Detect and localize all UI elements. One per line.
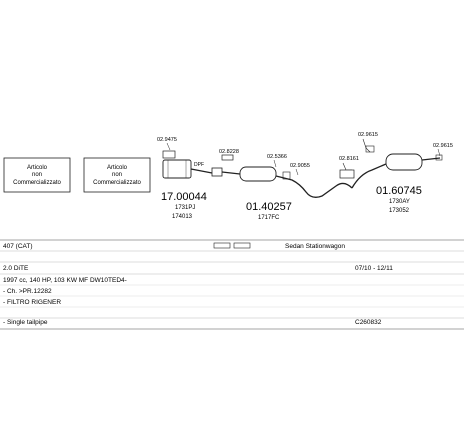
part-number-3: 01.60745 <box>376 185 422 197</box>
vehicle-table: 407 (CAT) Sedan Stationwagon 2.0 DiTE 07… <box>0 239 464 330</box>
callout-c1: 02.9475 <box>157 137 177 159</box>
part-1-sub1: 1731PJ <box>175 205 195 211</box>
dpf-part: DPF <box>162 159 213 179</box>
part-b-line2: non <box>112 172 122 178</box>
engine-cell: 2.0 DiTE <box>3 265 29 272</box>
years-cell: 07/10 - 12/11 <box>355 265 393 272</box>
part-box-b: Articolo non Commercializzato <box>83 157 151 193</box>
dpf-tag: DPF <box>194 162 204 168</box>
callout-c7: 02.9615 <box>433 143 453 157</box>
body-type-cell: Sedan Stationwagon <box>285 243 345 250</box>
callout-c5: 02.8161 <box>339 156 359 171</box>
callout-c6: 02.9615 <box>358 132 378 153</box>
part-b-line1: Articolo <box>107 165 128 171</box>
svg-text:02.8161: 02.8161 <box>339 156 359 162</box>
part-a-line1: Articolo <box>27 165 48 171</box>
svg-text:02.9055: 02.9055 <box>290 163 310 169</box>
part-b-line3: Commercializzato <box>93 180 141 186</box>
part-box-a: Articolo non Commercializzato <box>3 157 71 193</box>
rear-muffler <box>339 145 443 189</box>
chassis-cell: - Ch. >PR.12282 <box>3 288 52 295</box>
code-cell: C260832 <box>355 319 382 326</box>
part-a-line3: Commercializzato <box>13 180 61 186</box>
part-2-sub1: 1717FC <box>258 215 280 221</box>
part-1-sub2: 174013 <box>172 214 193 220</box>
callout-c2: 02.8228 <box>219 149 239 161</box>
svg-text:02.9615: 02.9615 <box>358 132 378 138</box>
callout-c3: 02.5366 <box>267 154 287 168</box>
svg-text:02.9615: 02.9615 <box>433 143 453 149</box>
model-cell: 407 (CAT) <box>3 243 33 250</box>
car-icons <box>213 242 251 249</box>
callout-c4: 02.9055 <box>290 163 310 176</box>
specs-cell: 1997 cc, 140 HP, 103 KW MF DW10TED4- <box>3 277 127 284</box>
part-number-2: 01.40257 <box>246 201 292 213</box>
part-3-sub2: 173052 <box>389 208 410 214</box>
part-a-line2: non <box>32 172 42 178</box>
pipe-cell: - Single tailpipe <box>3 319 48 326</box>
svg-text:02.9475: 02.9475 <box>157 137 177 143</box>
part-number-1: 17.00044 <box>161 191 207 203</box>
part-3-sub1: 1730AY <box>389 199 410 205</box>
middle-pipe <box>211 166 353 198</box>
svg-text:02.5366: 02.5366 <box>267 154 287 160</box>
filter-cell: - FILTRO RIGENER <box>3 299 61 306</box>
svg-text:02.8228: 02.8228 <box>219 149 239 155</box>
